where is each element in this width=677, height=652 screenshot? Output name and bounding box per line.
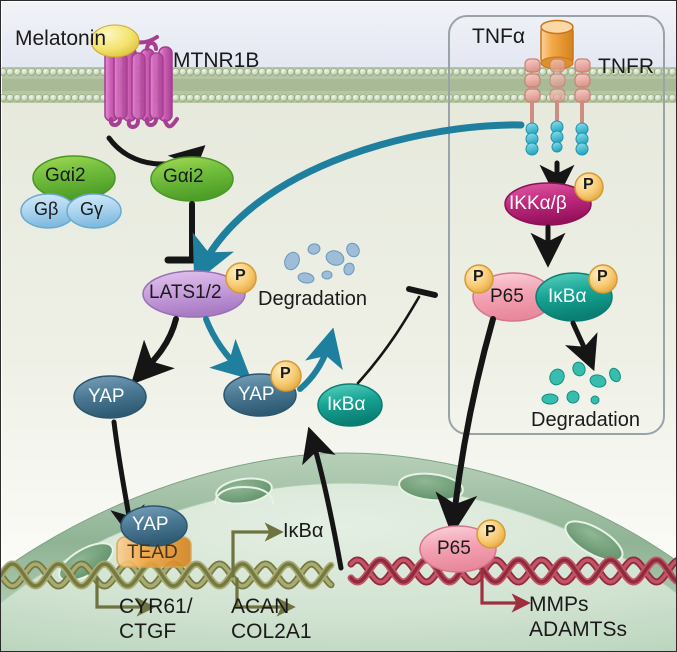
label-p65-complex: P65 — [490, 286, 524, 307]
ikk-kinase[interactable] — [504, 172, 604, 226]
label-mtnr1b: MTNR1B — [173, 49, 260, 72]
label-p65-nuclear: P65 — [437, 538, 471, 559]
phospho-badge-lats — [225, 262, 257, 294]
arrow-phospho-yap-to-degradation — [297, 327, 343, 392]
arrow-lats-to-phospho-yap — [203, 316, 252, 380]
melatonin-ligand[interactable] — [90, 24, 140, 58]
yap-nuclear — [120, 505, 188, 547]
label-phospho-ikba: P — [597, 268, 608, 285]
label-yap-phospho: YAP — [238, 384, 275, 405]
label-ikba-cytoplasmic: IκBα — [327, 394, 366, 415]
label-ikk: IKKα/β — [509, 193, 567, 214]
label-target-col2a1: COL2A1 — [231, 620, 312, 643]
gai2-heterotrimer[interactable] — [20, 155, 122, 229]
label-target-cyr61: CYR61/ — [119, 595, 193, 618]
label-lats12: LATS1/2 — [149, 282, 222, 303]
label-ggamma: Gγ — [80, 199, 104, 219]
phospho-badge-p65 — [464, 264, 494, 294]
arrow-complex-to-degradation — [565, 320, 598, 372]
phospho-badge-p65-nuclear — [476, 519, 506, 549]
degradation-fragments-right — [541, 361, 621, 405]
label-target-ikba: IκBα — [283, 520, 324, 542]
yap-tead-complex[interactable] — [116, 505, 192, 568]
arrow-p65-to-nucleus — [435, 316, 496, 536]
inhibition-ikba-to-p65-complex — [356, 286, 438, 385]
label-yap-nuclear: YAP — [132, 514, 169, 535]
label-phospho-lats: P — [235, 267, 246, 284]
label-phospho-p65: P — [473, 268, 484, 285]
degradation-fragments-left — [284, 242, 360, 284]
arrow-lats-to-yap — [130, 316, 179, 385]
yap-free[interactable] — [73, 375, 147, 419]
ikba-cytoplasmic[interactable] — [317, 383, 383, 427]
label-target-ctgf: CTGF — [119, 620, 177, 643]
dna-red-strand — [347, 556, 676, 586]
p65-nuclear[interactable] — [419, 519, 506, 573]
label-ikba-complex: IκBα — [548, 286, 587, 307]
label-degradation-left: Degradation — [258, 288, 367, 310]
tnfr-receptor[interactable] — [524, 58, 591, 156]
label-target-mmps: MMPs — [529, 593, 589, 616]
label-yap-free: YAP — [88, 386, 125, 407]
label-phospho-ikk: P — [583, 176, 594, 193]
arrow-ikba-gene-to-cytoplasm — [302, 426, 344, 571]
transcription-arrow-red — [480, 569, 531, 613]
label-melatonin: Melatonin — [15, 27, 107, 50]
phospho-badge-ikba — [588, 264, 618, 294]
arrow-tnfr-to-lats — [192, 121, 525, 284]
label-tead: TEAD — [127, 542, 178, 563]
phospho-badge-yap — [270, 360, 302, 392]
p65-ikba-complex[interactable] — [464, 264, 618, 322]
phospho-badge-ikk — [574, 172, 604, 202]
label-gbeta: Gβ — [34, 199, 59, 219]
label-gai2-heterotrimer: Gαi2 — [45, 165, 86, 186]
label-tnfr: TNFR — [598, 55, 654, 78]
mtnr1b-receptor[interactable] — [104, 34, 179, 129]
label-tnfa: TNFα — [472, 25, 525, 48]
yap-phosphorylated[interactable] — [223, 360, 302, 417]
lats12-kinase[interactable] — [142, 262, 257, 318]
label-gai2-free: Gαi2 — [163, 166, 204, 187]
label-phospho-p65-nuclear: P — [485, 523, 496, 540]
label-phospho-yap: P — [280, 365, 291, 382]
tnf-pathway-inset-box — [448, 15, 665, 435]
label-target-adamtss: ADAMTSs — [529, 618, 628, 641]
transcription-arrows-olive — [95, 522, 296, 617]
label-degradation-right: Degradation — [531, 409, 640, 431]
label-target-acan: ACAN — [231, 595, 290, 618]
